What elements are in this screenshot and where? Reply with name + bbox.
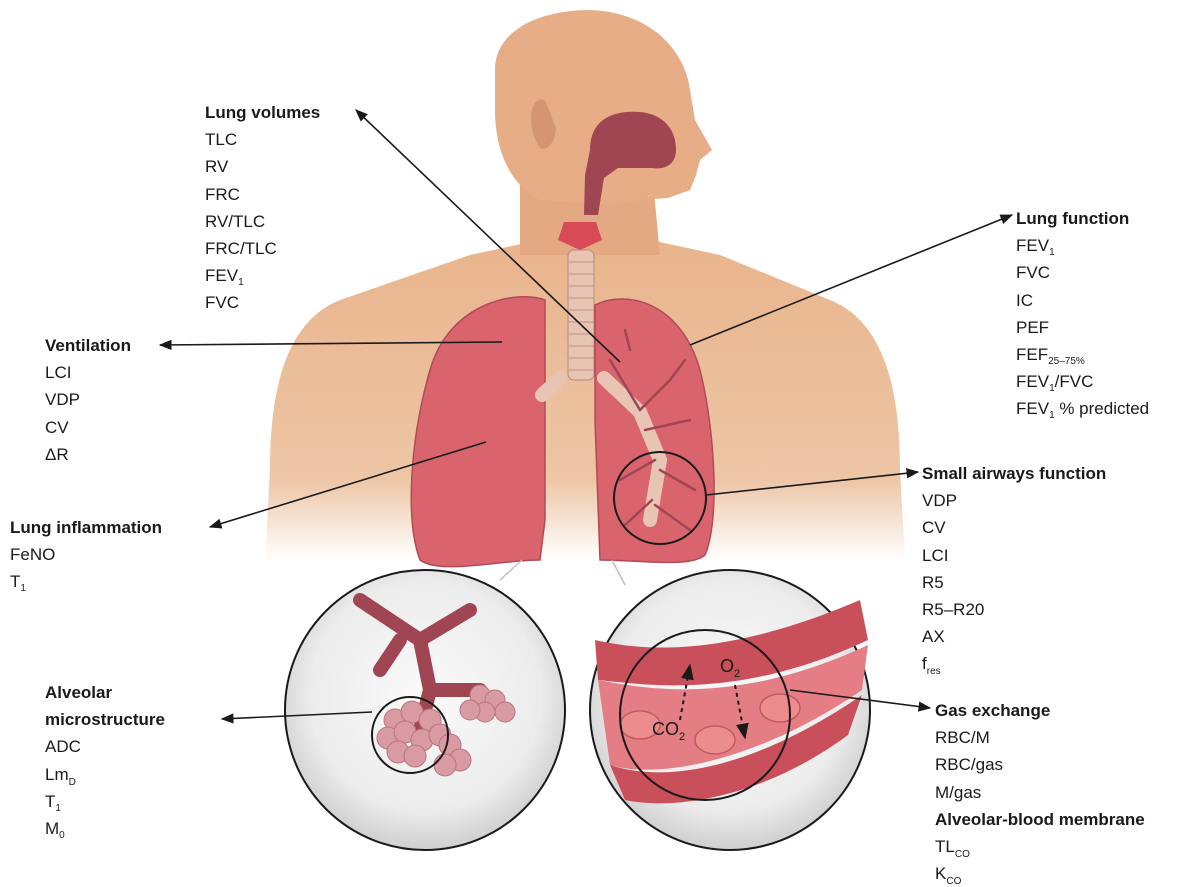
- alveolar-blood-membrane-title: Alveolar-blood membrane: [935, 806, 1145, 833]
- list-item: M0: [45, 815, 165, 842]
- list-item: RV/TLC: [205, 208, 320, 235]
- list-item: FEV1/FVC: [1016, 368, 1149, 395]
- alveolar-microstructure-title-line2: microstructure: [45, 706, 165, 733]
- list-item: FeNO: [10, 541, 162, 568]
- gas-exchange-group: Gas exchange RBC/M RBC/gas M/gas Alveola…: [935, 697, 1145, 887]
- list-item: LCI: [922, 542, 1106, 569]
- small-airways-function-group: Small airways function VDP CV LCI R5 R5–…: [922, 460, 1106, 678]
- list-item: PEF: [1016, 314, 1149, 341]
- small-airways-function-title: Small airways function: [922, 460, 1106, 487]
- ventilation-title: Ventilation: [45, 332, 131, 359]
- list-item: RBC/M: [935, 724, 1145, 751]
- list-item: IC: [1016, 287, 1149, 314]
- ventilation-group: Ventilation LCI VDP CV ΔR: [45, 332, 131, 468]
- lung-inflammation-group: Lung inflammation FeNO T1: [10, 514, 162, 596]
- list-item: AX: [922, 623, 1106, 650]
- list-item: M/gas: [935, 779, 1145, 806]
- lung-volumes-title: Lung volumes: [205, 99, 320, 126]
- lung-function-title: Lung function: [1016, 205, 1149, 232]
- list-item: KCO: [935, 860, 1145, 887]
- gas-exchange-title: Gas exchange: [935, 697, 1145, 724]
- lung-function-group: Lung function FEV1 FVC IC PEF FEF25–75% …: [1016, 205, 1149, 423]
- list-item: T1: [45, 788, 165, 815]
- list-item: R5: [922, 569, 1106, 596]
- list-item: TLC: [205, 126, 320, 153]
- lung-volumes-group: Lung volumes TLC RV FRC RV/TLC FRC/TLC F…: [205, 99, 320, 317]
- alveolar-microstructure-title-line1: Alveolar: [45, 679, 165, 706]
- list-item: FRC: [205, 181, 320, 208]
- list-item: FVC: [1016, 259, 1149, 286]
- list-item: ADC: [45, 733, 165, 760]
- list-item: FEF25–75%: [1016, 341, 1149, 368]
- list-item: CV: [922, 514, 1106, 541]
- inset-connector: [612, 560, 625, 585]
- list-item: FEV1 % predicted: [1016, 395, 1149, 422]
- alveolar-microstructure-group: Alveolar microstructure ADC LmD T1 M0: [45, 679, 165, 842]
- list-item: FEV1: [1016, 232, 1149, 259]
- lung-inflammation-title: Lung inflammation: [10, 514, 162, 541]
- list-item: FVC: [205, 289, 320, 316]
- list-item: RBC/gas: [935, 751, 1145, 778]
- list-item: FRC/TLC: [205, 235, 320, 262]
- list-item: RV: [205, 153, 320, 180]
- list-item: T1: [10, 568, 162, 595]
- list-item: CV: [45, 414, 131, 441]
- list-item: fres: [922, 650, 1106, 677]
- list-item: VDP: [922, 487, 1106, 514]
- list-item: ΔR: [45, 441, 131, 468]
- list-item: FEV1: [205, 262, 320, 289]
- list-item: R5–R20: [922, 596, 1106, 623]
- list-item: VDP: [45, 386, 131, 413]
- list-item: LCI: [45, 359, 131, 386]
- list-item: LmD: [45, 761, 165, 788]
- list-item: TLCO: [935, 833, 1145, 860]
